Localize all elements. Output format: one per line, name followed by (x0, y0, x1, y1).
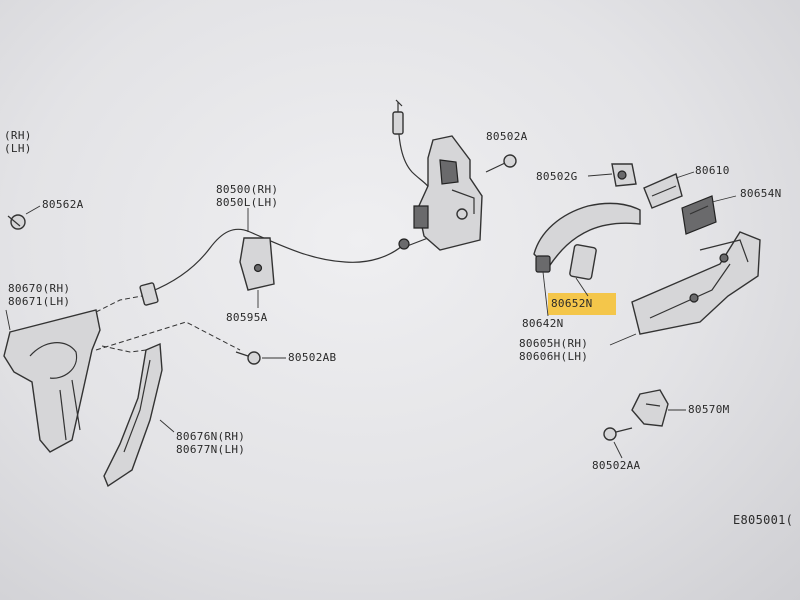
label-80502ab: 80502AB (288, 351, 337, 364)
label-80610: 80610 (695, 164, 730, 177)
label-80677n: 80677N(LH) (176, 443, 246, 456)
leader-80654n (711, 195, 737, 203)
label-80570m: 80570M (688, 403, 730, 416)
leader-80652n (575, 277, 589, 297)
handle-frame-80605h (609, 231, 761, 346)
reference-line-1 (95, 295, 143, 313)
label-80502a: 80502A (486, 130, 528, 143)
screw-80502aa (603, 427, 633, 459)
label-80642n: 80642N (522, 317, 564, 330)
cable-clip (139, 282, 159, 306)
highlight-80652n (548, 293, 616, 315)
label-80671: 80671(LH) (8, 295, 71, 308)
screw-80502a (485, 154, 517, 173)
part-80654n (681, 195, 717, 235)
leader-80642n (542, 271, 549, 317)
label-lh-top: (LH) (4, 142, 32, 155)
reference-line-2 (95, 321, 241, 351)
label-80562a: 80562A (42, 198, 84, 211)
label-80676n: 80676N(RH) (176, 430, 246, 443)
label-80652n: 80652N (551, 297, 593, 310)
reference-line-3 (101, 345, 147, 353)
diagram-code: E805001( (733, 513, 794, 527)
clip-80570m (631, 389, 686, 427)
screw-80502ab (235, 351, 286, 365)
label-80605h: 80605H(RH) (519, 337, 589, 350)
cable-main (149, 228, 403, 293)
part-80502g (611, 163, 637, 187)
cable-end-top (392, 99, 404, 135)
label-8050l: 8050L(LH) (216, 196, 279, 209)
bracket-80595a (239, 237, 275, 308)
label-80606h: 80606H(LH) (519, 350, 589, 363)
part-80610 (643, 173, 683, 209)
label-80595a: 80595A (226, 311, 268, 324)
label-80500: 80500(RH) (216, 183, 279, 196)
label-80670: 80670(RH) (8, 282, 71, 295)
leader-80610 (675, 171, 695, 179)
label-80654n: 80654N (740, 187, 782, 200)
label-rh-top: (RH) (4, 129, 32, 142)
door-lock-actuator (398, 135, 483, 251)
inside-handle-80670 (3, 309, 101, 453)
label-80502g: 80502G (536, 170, 578, 183)
outside-handle (533, 202, 641, 280)
label-80502aa: 80502AA (592, 459, 641, 472)
trim-80676n (103, 342, 175, 488)
grommet-80562a (7, 205, 41, 230)
leader-80502g (587, 173, 613, 177)
